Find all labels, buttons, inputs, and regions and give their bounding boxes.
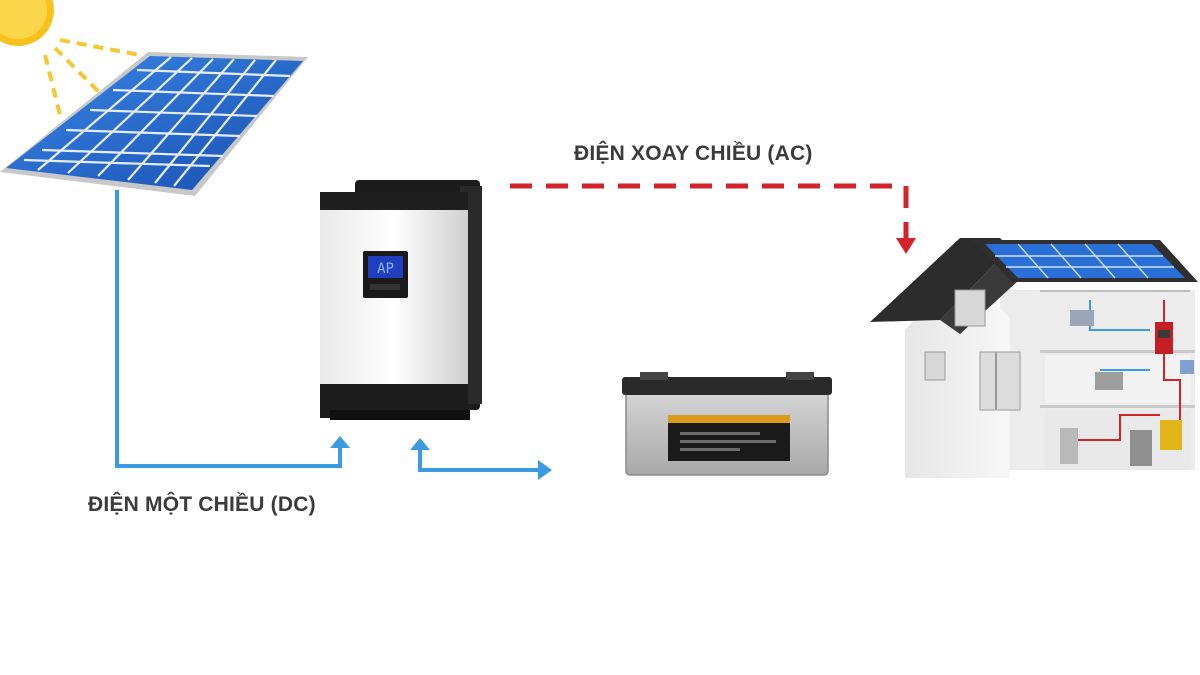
ac-power-label: ĐIỆN XOAY CHIỀU (AC) <box>574 142 813 165</box>
inverter-icon: AP <box>320 180 482 420</box>
battery-icon <box>622 372 832 476</box>
house-icon <box>870 238 1198 478</box>
sun-icon <box>0 0 141 116</box>
inverter-display-text: AP <box>377 261 394 277</box>
dc-line-panel-to-inverter <box>115 190 350 468</box>
solar-panel-icon <box>0 52 308 196</box>
dc-line-inverter-to-battery <box>410 438 552 480</box>
ac-line-inverter-to-house <box>510 183 916 254</box>
dc-power-label: ĐIỆN MỘT CHIỀU (DC) <box>88 493 316 516</box>
